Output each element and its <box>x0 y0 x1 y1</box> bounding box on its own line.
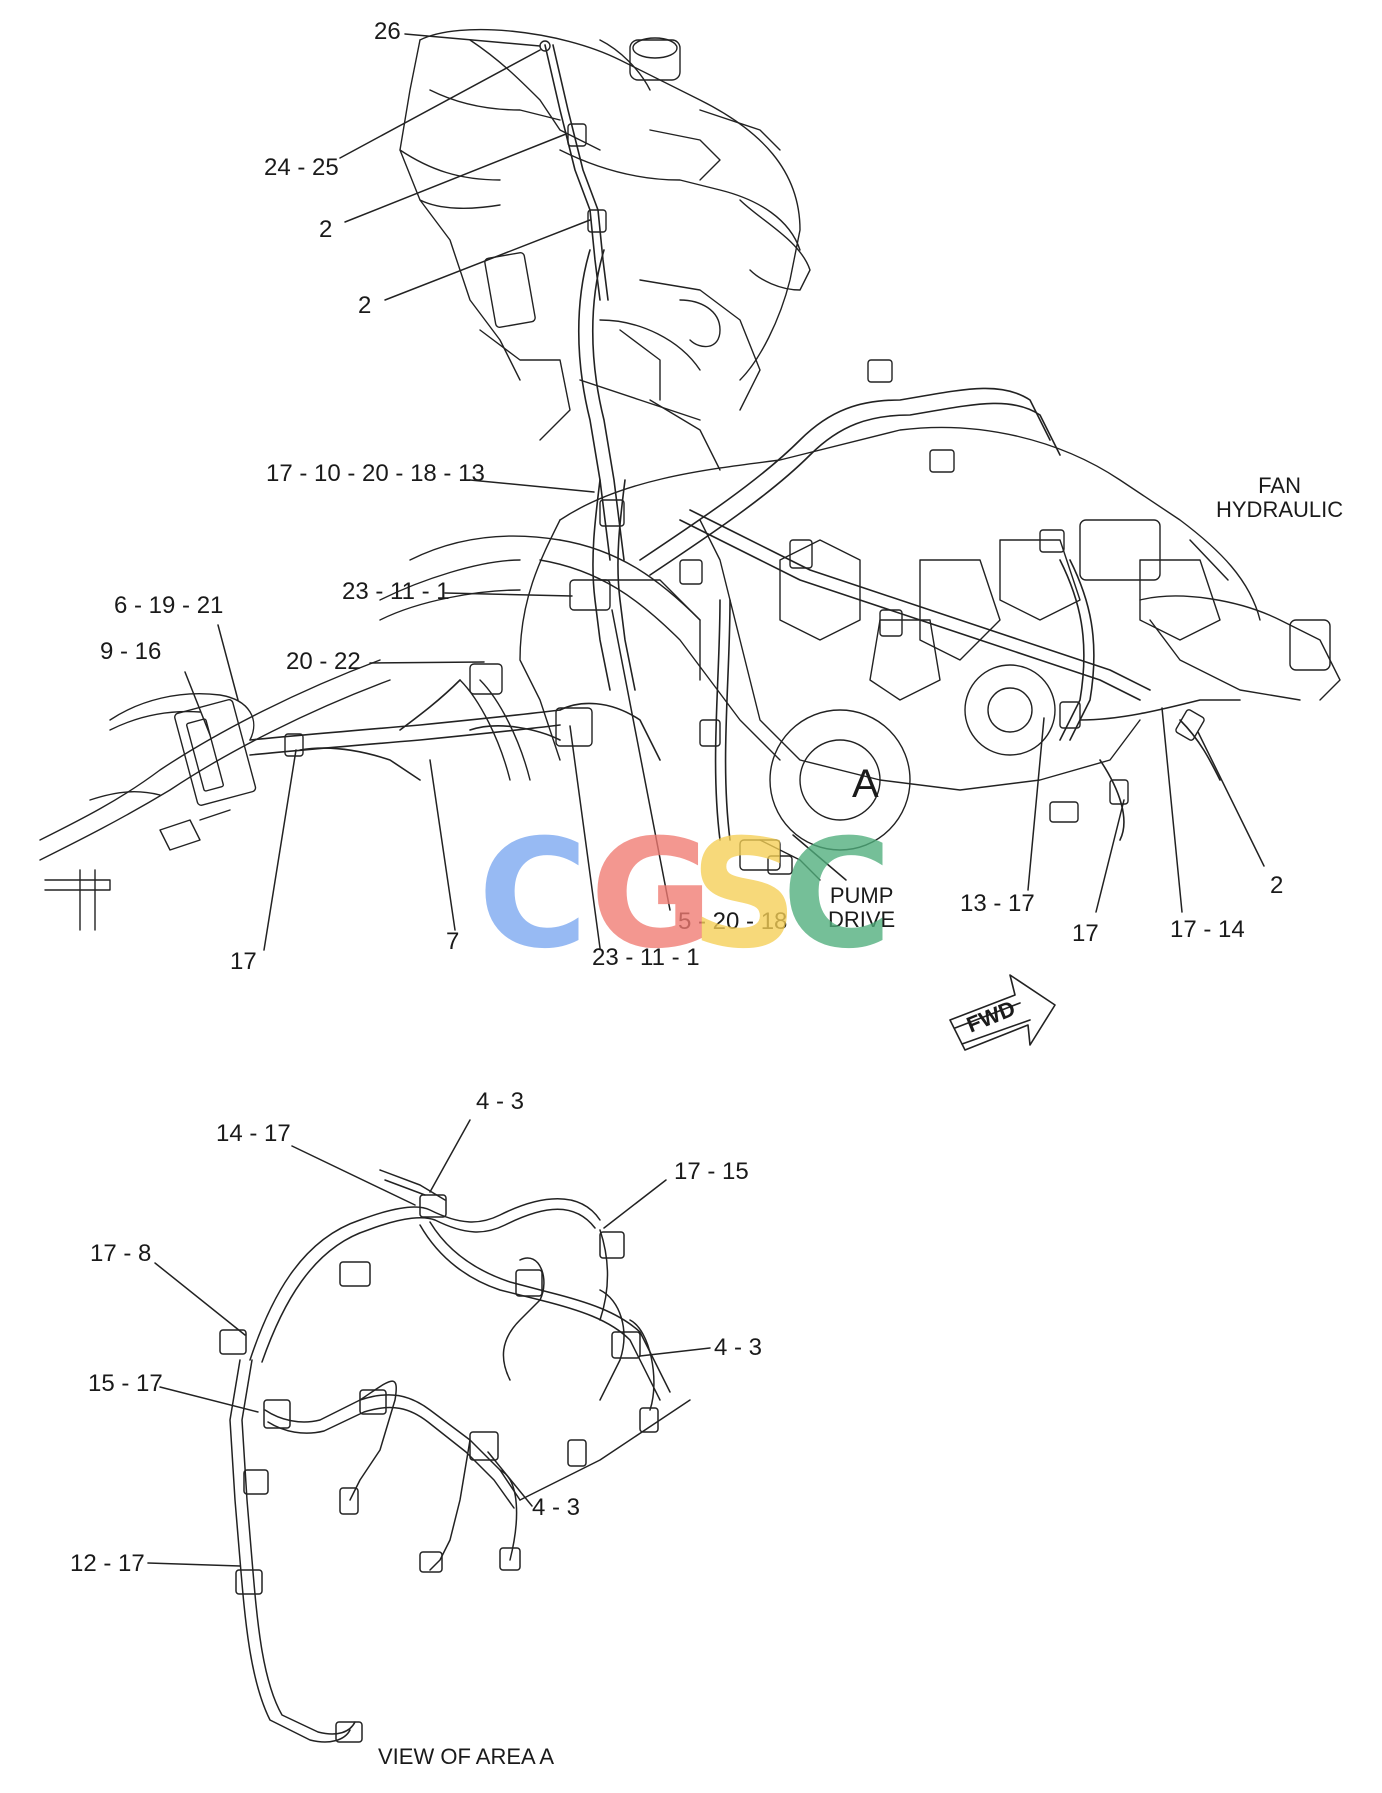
fwd-arrow <box>949 974 1056 1051</box>
watermark-letter-s: S <box>690 808 799 982</box>
leader-lines-upper <box>184 33 1265 951</box>
ecm-module <box>159 699 257 851</box>
callout-2-a: 2 <box>319 216 333 243</box>
callout-2-b: 2 <box>358 292 372 319</box>
label-fan-hydraulic: FAN HYDRAULIC <box>1216 473 1344 523</box>
main-harness <box>249 44 1241 841</box>
engine-block-outline <box>399 28 811 471</box>
callout-23-11-1-bottom: 23 - 11 - 1 <box>592 944 700 971</box>
detail-callout-14-17: 14 - 17 <box>216 1120 291 1147</box>
label-area-a: A <box>852 762 879 806</box>
leader-lines-detail <box>147 1119 711 1567</box>
callout-13-17: 13 - 17 <box>960 890 1035 917</box>
area-a-detail-harness <box>219 1169 691 1743</box>
detail-callout-17-15: 17 - 15 <box>674 1158 749 1185</box>
detail-callout-4-3-bottom: 4 - 3 <box>532 1494 581 1521</box>
callout-17-14: 17 - 14 <box>1170 916 1245 943</box>
detail-callout-4-3-top: 4 - 3 <box>476 1088 525 1115</box>
callout-24-25: 24 - 25 <box>264 154 339 181</box>
view-of-area-a-caption: VIEW OF AREA A <box>378 1744 555 1769</box>
watermark-letter-c2: C <box>782 808 893 982</box>
detail-callout-17-8: 17 - 8 <box>90 1240 152 1267</box>
callout-17-10-20-18-13: 17 - 10 - 20 - 18 - 13 <box>266 460 485 487</box>
callout-26: 26 <box>374 18 401 45</box>
callout-7: 7 <box>446 928 460 955</box>
callout-20-22: 20 - 22 <box>286 648 361 675</box>
callout-5-20-18: 5 - 20 - 18 <box>678 908 788 935</box>
frame-rails <box>39 535 781 931</box>
callout-17-left: 17 <box>230 948 257 975</box>
callout-2-right: 2 <box>1270 872 1284 899</box>
callout-6-19-21: 6 - 19 - 21 <box>114 592 224 619</box>
callout-17-right: 17 <box>1072 920 1099 947</box>
detail-callout-12-17: 12 - 17 <box>70 1550 145 1577</box>
callout-23-11-1-top: 23 - 11 - 1 <box>342 578 450 605</box>
detail-callout-15-17: 15 - 17 <box>88 1370 163 1397</box>
clamps-upper <box>284 40 1205 875</box>
label-pump-drive: PUMP DRIVE <box>828 883 896 933</box>
watermark-letter-c1: C <box>478 808 589 982</box>
callout-9-16: 9 - 16 <box>100 638 162 665</box>
watermark-letter-g: G <box>590 808 714 982</box>
detail-callout-4-3-right: 4 - 3 <box>714 1334 763 1361</box>
